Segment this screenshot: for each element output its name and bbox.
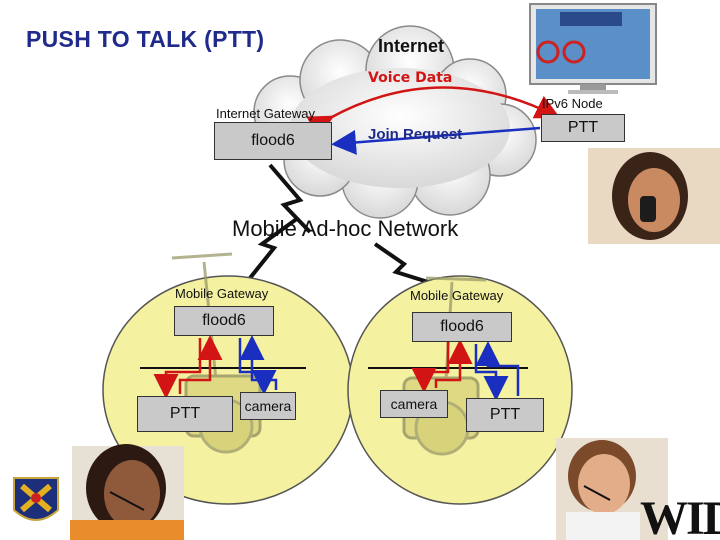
person-photo-left: [70, 444, 184, 540]
right-camera-box: camera: [380, 390, 448, 418]
wireless-link-right: [373, 242, 429, 284]
svg-text:WIDE: WIDE: [640, 492, 720, 540]
mobile-gateway-left-flood6-box: flood6: [174, 306, 274, 336]
left-camera-box: camera: [240, 392, 296, 420]
voice-data-arrow: [306, 86, 561, 139]
slide-title: PUSH TO TALK (PTT): [26, 26, 265, 52]
right-ptt-box: PTT: [466, 398, 544, 432]
manet-label: Mobile Ad-hoc Network: [232, 216, 459, 241]
keio-logo: [13, 477, 59, 521]
join-request-arrow: [331, 126, 541, 155]
mobile-gateway-left-label: Mobile Gateway: [175, 286, 269, 301]
internet-gateway-label: Internet Gateway: [216, 106, 315, 121]
mobile-gateway-right-flood6-box: flood6: [412, 312, 512, 342]
join-request-label: Join Request: [368, 126, 463, 143]
voice-data-label: Voice Data: [368, 70, 453, 86]
left-ptt-box: PTT: [137, 396, 233, 432]
monitor-graphic: [529, 3, 657, 94]
ipv6-ptt-box: PTT: [541, 114, 625, 142]
person-photo-right: [588, 148, 720, 244]
left-lan-arrows: [153, 335, 278, 399]
person-photo-right-bottom: [556, 438, 668, 540]
wireless-link-left: [248, 216, 300, 280]
internet-gateway-flood6-box: flood6: [214, 122, 332, 160]
right-lan-arrows: [411, 339, 520, 401]
mobile-gateway-right-label: Mobile Gateway: [410, 288, 504, 303]
wide-logo: WIDE: [640, 492, 720, 540]
ipv6-node-label: IPv6 Node: [542, 96, 603, 111]
internet-label: Internet: [378, 36, 445, 56]
